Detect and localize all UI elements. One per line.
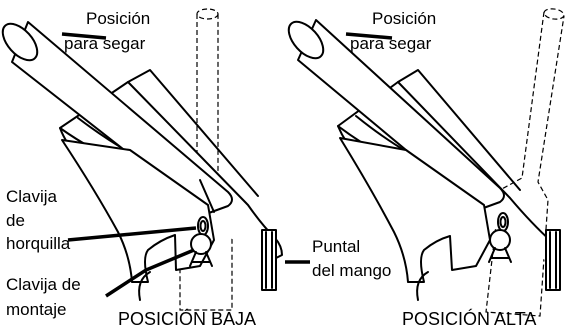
mount-pin-icon-right [488,229,512,263]
high-position-caption: POSICIÓN ALTA [402,308,536,329]
handle-strut-right [545,229,561,291]
handle-strut-label-1: Puntal [312,237,360,256]
hairpin-label-3: horquilla [6,234,71,253]
cutting-handle [1,21,233,215]
leader-mount-pin [105,248,195,298]
leader-hairpin [67,226,197,242]
hairpin-clip-icon-right [497,212,509,232]
low-position-illustration [1,8,310,311]
leader-cutting-position [61,32,107,40]
cutting-position-label-right-2: para segar [350,34,432,53]
hairpin-label-2: de [6,211,25,230]
handle-strut [261,229,277,291]
mount-bracket-right [339,137,491,301]
cutting-position-label-2: para segar [64,34,146,53]
cutting-position-label-right-1: Posición [372,9,436,28]
handle-strut-label-2: del mango [312,261,391,280]
high-position-illustration [287,8,565,317]
mount-bracket [61,139,215,301]
mount-pin-label-1: Clavija de [6,275,81,294]
cutting-position-label-1: Posición [86,9,150,28]
mount-pin-label-2: montaje [6,300,66,319]
mount-pin-icon [189,233,213,267]
hairpin-clip-icon [197,216,209,236]
low-position-caption: POSICIÓN BAJA [118,308,256,329]
leader-cutting-position-right [345,32,393,40]
hairpin-label-1: Clavija [6,187,58,206]
